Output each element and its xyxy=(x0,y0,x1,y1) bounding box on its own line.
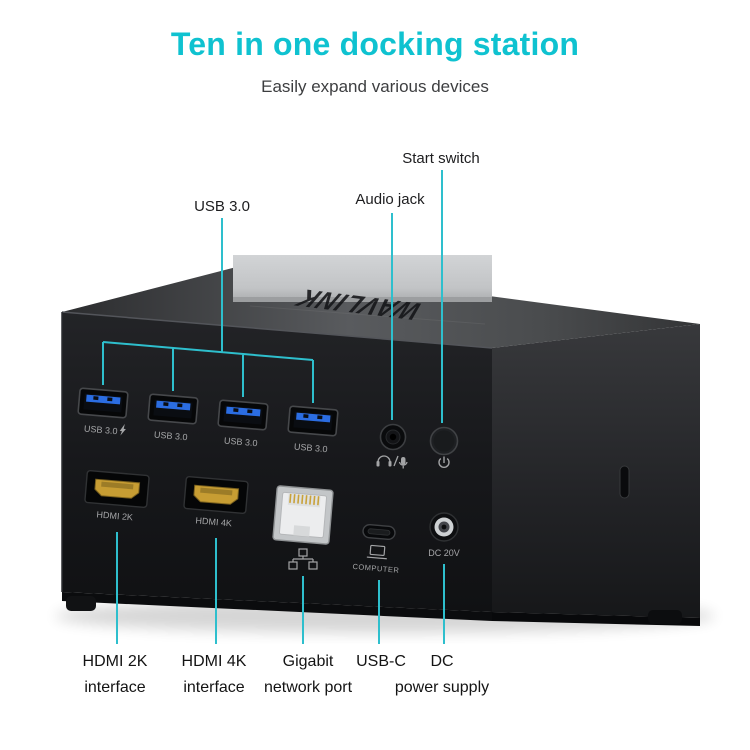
page-title: Ten in one docking station xyxy=(170,26,580,62)
callout-lines xyxy=(102,170,445,644)
side-face xyxy=(492,324,700,618)
callout-label-usbc: USB-C xyxy=(356,649,406,675)
usb-port-2: USB 3.0 xyxy=(147,393,199,443)
callout-label-line: power supply xyxy=(394,679,490,696)
ethernet-lan-icon xyxy=(288,548,318,570)
rj45-pins xyxy=(289,493,320,506)
callout-label-line: interface xyxy=(183,679,245,696)
front-top-edge xyxy=(61,311,493,349)
callout-label-line: HDMI 2K xyxy=(82,653,148,670)
usb2-port-label: USB 3.0 xyxy=(154,430,188,443)
dc-port-label: DC 20V xyxy=(428,548,460,558)
callout-line-usb xyxy=(102,218,314,403)
callout-label-gigabit-network: Gigabit network port xyxy=(264,649,352,701)
base-strip-side xyxy=(492,612,700,626)
dc-power-jack: DC 20V xyxy=(428,512,460,558)
callout-label-usb: USB 3.0 xyxy=(194,198,250,215)
laptop-icon xyxy=(366,544,387,560)
callout-label-hdmi2k-interface: HDMI 2K interface xyxy=(83,649,148,701)
callout-label-line: DC xyxy=(430,653,454,670)
foot-left xyxy=(66,596,96,611)
power-icon xyxy=(438,456,450,469)
usb-c-port: COMPUTER xyxy=(352,524,400,575)
callout-label-line: USB-C xyxy=(356,653,406,670)
power-button xyxy=(429,426,459,456)
callout-label-line: Gigabit xyxy=(282,653,334,670)
hdmi-2k-port: HDMI 2K xyxy=(84,470,150,522)
usb-port-4: USB 3.0 xyxy=(287,405,339,455)
base-strip-front xyxy=(62,592,492,621)
callout-label-start-switch: Start switch xyxy=(402,150,480,167)
docking-station: WAVLINK USB 3.0 USB 3.0 xyxy=(61,255,700,626)
callout-label-line: interface xyxy=(84,679,146,696)
kensington-lock-slot xyxy=(619,465,630,499)
hdmi2k-port-label: HDMI 2K xyxy=(96,509,133,522)
usb4-port-label: USB 3.0 xyxy=(294,442,328,455)
lightning-bolt-icon xyxy=(119,423,126,436)
callout-label-hdmi4k-interface: HDMI 4K interface xyxy=(182,649,247,701)
usb1-port-label: USB 3.0 xyxy=(84,424,118,437)
top-platform xyxy=(233,255,492,302)
callout-label-audio-jack: Audio jack xyxy=(355,191,425,208)
hdmi4k-port-label: HDMI 4K xyxy=(195,515,232,528)
usbc-port-label: COMPUTER xyxy=(352,562,400,575)
usb-port-1: USB 3.0 xyxy=(77,387,129,437)
callout-label-line: HDMI 4K xyxy=(181,653,247,670)
hdmi-4k-port: HDMI 4K xyxy=(183,476,249,528)
usb3-port-label: USB 3.0 xyxy=(224,436,258,449)
callout-label-line: network port xyxy=(263,679,353,696)
top-platform-edge xyxy=(233,297,492,302)
audio-jack-port xyxy=(379,423,407,451)
ethernet-port xyxy=(272,485,334,545)
page-subtitle: Easily expand various devices xyxy=(261,77,489,96)
foot-right xyxy=(648,610,682,624)
usb-port-3: USB 3.0 xyxy=(217,399,269,449)
headphone-mic-icon xyxy=(376,455,408,469)
callout-label-dc-power: DC power supply xyxy=(395,649,489,701)
